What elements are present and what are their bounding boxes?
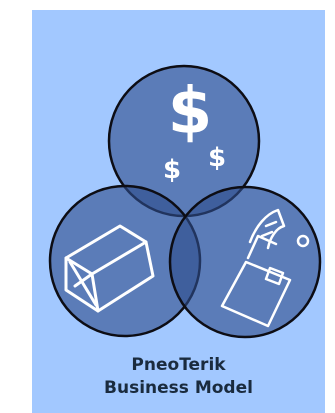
title-line-1: PneoTerik bbox=[131, 355, 226, 375]
large-dollar-sign: $ bbox=[168, 75, 213, 149]
box-package-icon bbox=[64, 224, 155, 313]
small-dollar-sign-right: $ bbox=[208, 143, 226, 173]
dollar-signs-icon: $ $ $ bbox=[163, 75, 226, 185]
title-line-2: Business Model bbox=[104, 378, 253, 398]
receipt-payment-icon bbox=[220, 208, 310, 328]
small-dollar-sign-left: $ bbox=[163, 155, 181, 185]
